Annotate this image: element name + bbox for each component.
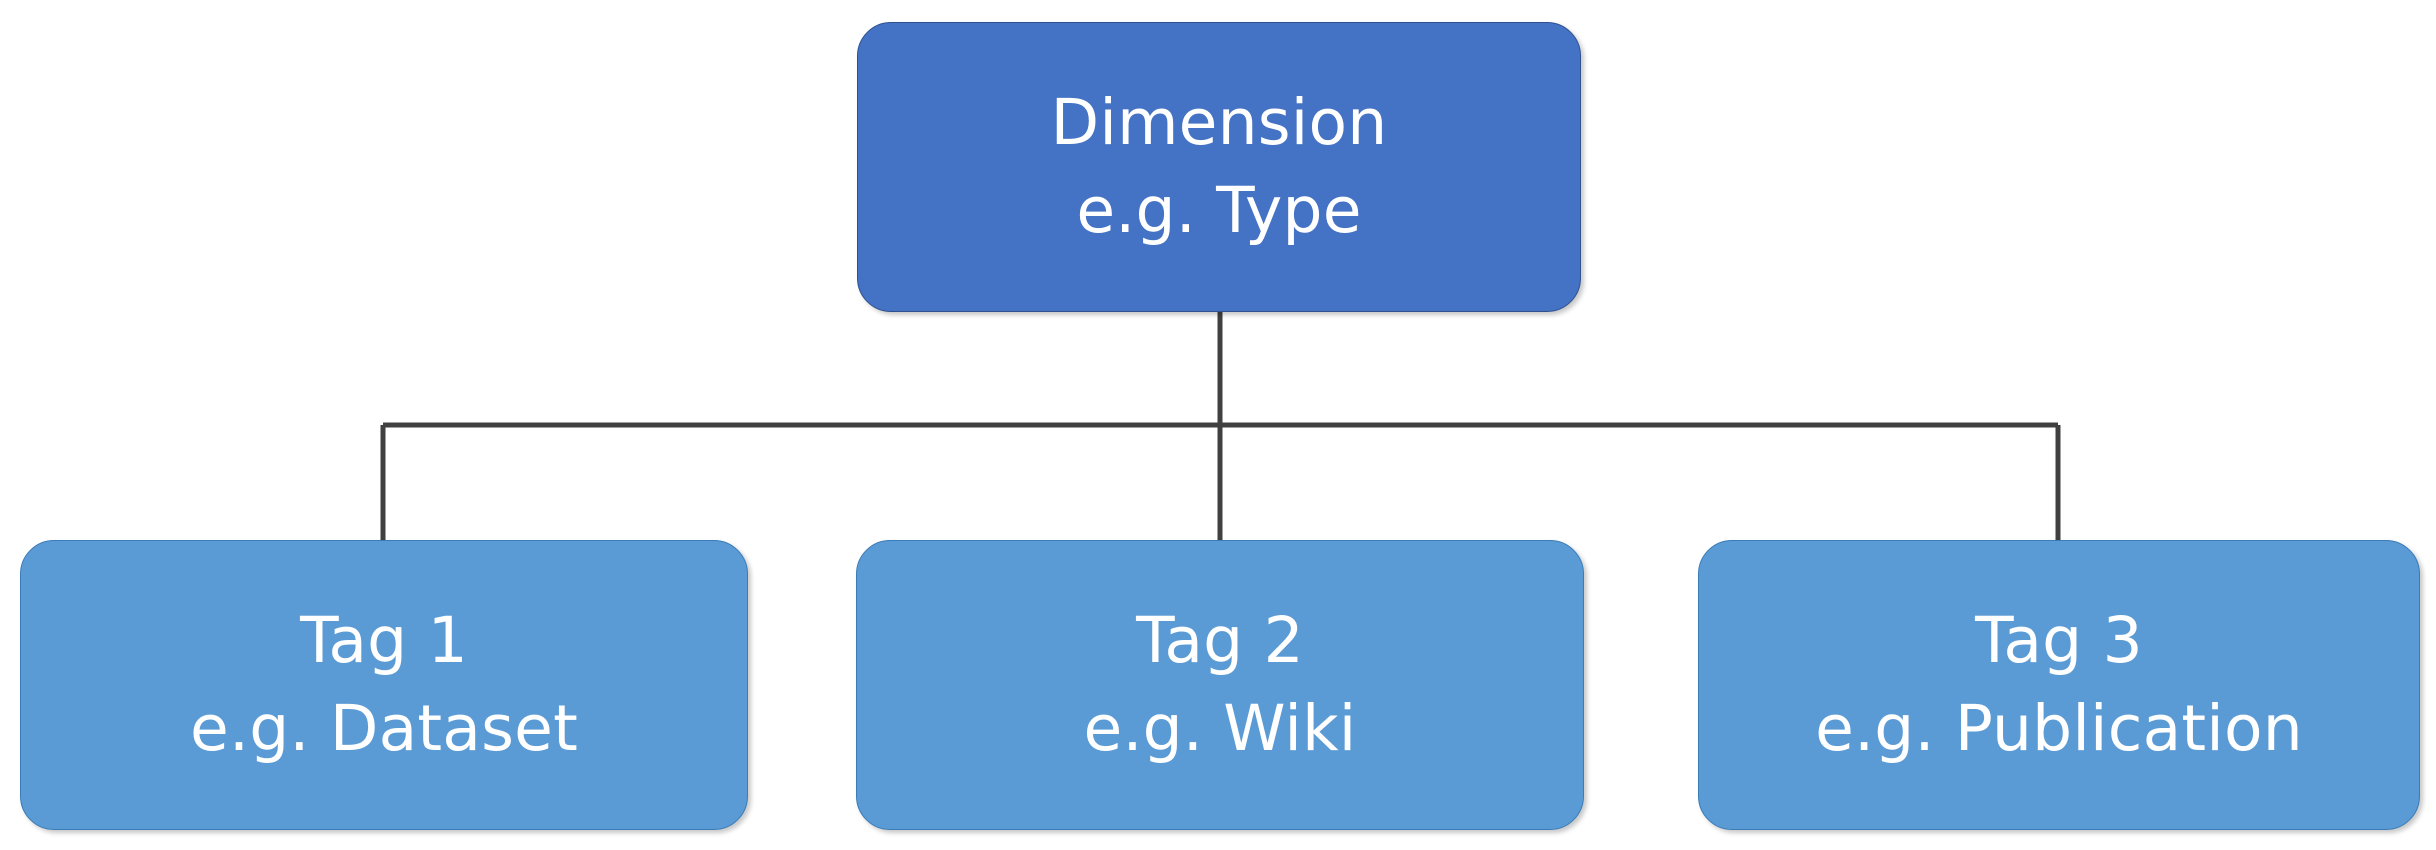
node-dimension-example: e.g. Type xyxy=(1076,174,1362,247)
node-tag-2-example: e.g. Wiki xyxy=(1083,692,1357,765)
node-dimension[interactable]: Dimension e.g. Type xyxy=(857,22,1581,312)
node-tag-3-example: e.g. Publication xyxy=(1815,692,2303,765)
node-tag-1-title: Tag 1 xyxy=(300,604,468,678)
node-tag-2[interactable]: Tag 2 e.g. Wiki xyxy=(856,540,1584,830)
node-tag-1[interactable]: Tag 1 e.g. Dataset xyxy=(20,540,748,830)
node-tag-1-example: e.g. Dataset xyxy=(190,692,578,765)
node-dimension-title: Dimension xyxy=(1050,86,1388,160)
node-tag-2-title: Tag 2 xyxy=(1136,604,1304,678)
node-tag-3-title: Tag 3 xyxy=(1975,604,2143,678)
node-tag-3[interactable]: Tag 3 e.g. Publication xyxy=(1698,540,2420,830)
